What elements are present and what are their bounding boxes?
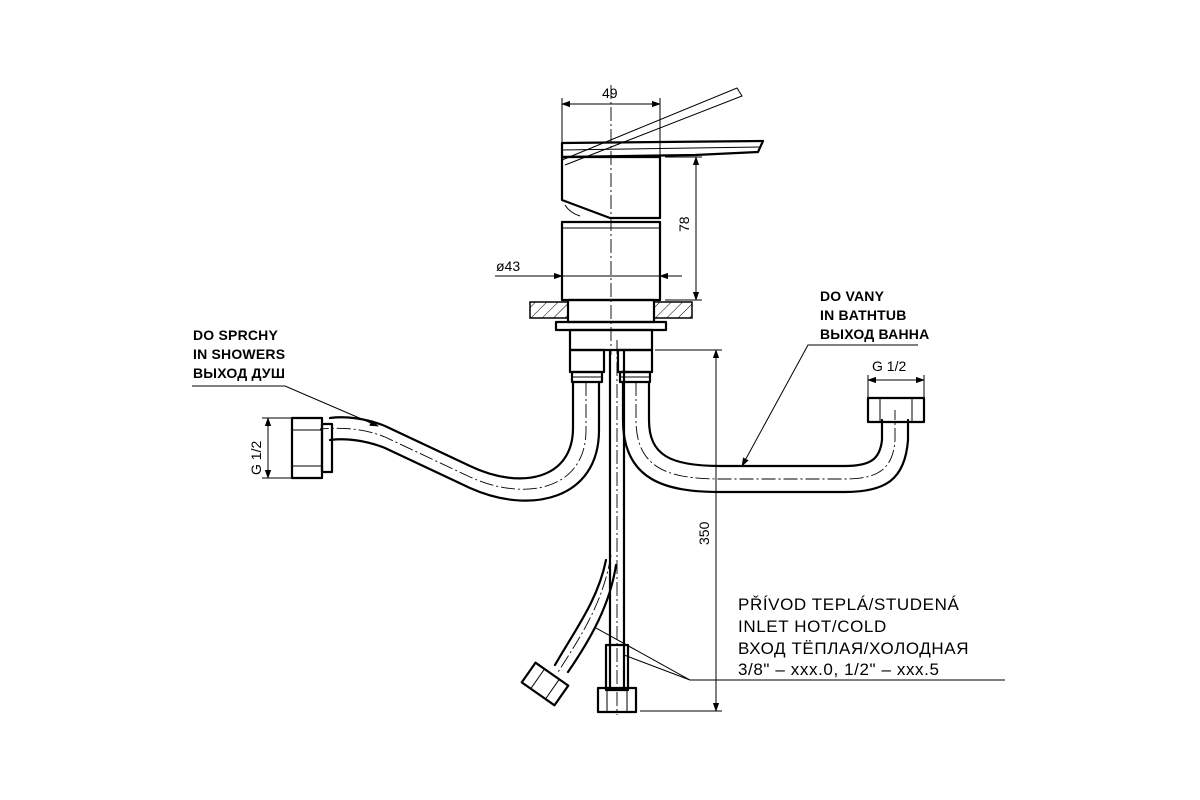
- inlet-label-line-1: PŘÍVOD TEPLÁ/STUDENÁ: [738, 595, 959, 614]
- lever-handle: [560, 139, 765, 159]
- bathtub-label: DO VANY IN BATHTUB ВЫХОД ВАННА: [820, 288, 929, 342]
- inlet-hoses: [520, 340, 638, 715]
- bathtub-hose: [621, 380, 926, 494]
- dimension-49: 49: [561, 85, 661, 157]
- shower-label-line-2: IN SHOWERS: [193, 346, 285, 362]
- inlet-label-line-2: INLET HOT/COLD: [738, 617, 887, 636]
- dimension-thread-left: G 1/2: [248, 417, 292, 479]
- deck-plate-left: [529, 301, 569, 319]
- faucet-body: [529, 85, 765, 355]
- bathtub-label-line-1: DO VANY: [820, 288, 885, 304]
- bathtub-nut: [866, 396, 926, 424]
- leader-lines: [192, 344, 1005, 681]
- dimension-78: 78: [665, 156, 702, 301]
- cartridge-block: [560, 155, 662, 220]
- dimension-43-label: ø43: [496, 258, 520, 274]
- dimension-49-label: 49: [602, 85, 618, 101]
- dimension-thread-right: G 1/2: [867, 358, 925, 398]
- deck-plate-right: [653, 301, 693, 319]
- outlet-connectors: [568, 348, 654, 384]
- inlet-nut-bent: [520, 661, 570, 707]
- inlet-label-line-3: ВХОД ТЁПЛАЯ/ХОЛОДНАЯ: [738, 639, 969, 658]
- bathtub-label-line-2: IN BATHTUB: [820, 307, 907, 323]
- shower-hose: [290, 380, 601, 502]
- thread-left-label: G 1/2: [248, 441, 264, 475]
- shower-label-line-1: DO SPRCHY: [193, 327, 278, 343]
- dimension-43: ø43: [495, 258, 682, 280]
- lever-raised-outline: [561, 87, 743, 166]
- shower-nut: [290, 416, 324, 480]
- thread-right-label: G 1/2: [872, 358, 906, 374]
- inlet-label-line-4: 3/8" – xxx.0, 1/2" – xxx.5: [738, 660, 940, 679]
- dimension-78-label: 78: [676, 216, 692, 232]
- dimension-350-label: 350: [696, 521, 712, 545]
- bathtub-label-line-3: ВЫХОД ВАННА: [820, 326, 929, 342]
- shower-label: DO SPRCHY IN SHOWERS ВЫХОД ДУШ: [193, 327, 285, 381]
- dimension-350: 350: [640, 349, 722, 712]
- inlet-nut-straight: [596, 686, 638, 714]
- inlet-label: PŘÍVOD TEPLÁ/STUDENÁ INLET HOT/COLD ВХОД…: [738, 595, 969, 679]
- shower-label-line-3: ВЫХОД ДУШ: [193, 365, 285, 381]
